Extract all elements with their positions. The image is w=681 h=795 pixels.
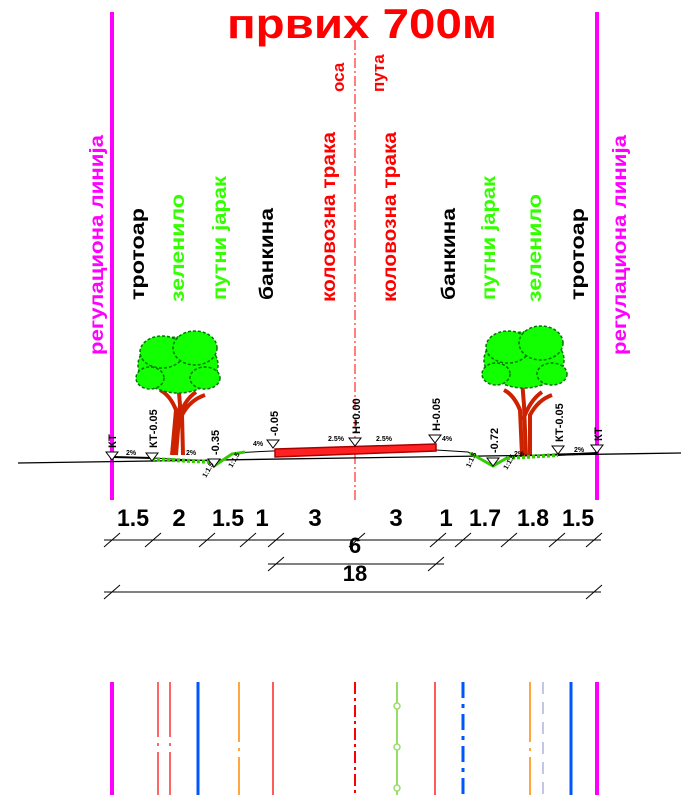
svg-text:КТ-0.05: КТ-0.05 [148,409,160,448]
elevation-marker-7: -0.72 [486,428,501,467]
roadway-width-label: 6 [349,533,361,558]
shoulder-label-right: банкина [439,207,460,300]
dimension-label: 1.5 [562,505,594,532]
dimension-label: 3 [389,505,402,532]
sidewalk-right-surface [557,452,598,456]
dimension-chain-segments [103,532,603,548]
ditch-label-right: путни јарак [479,175,500,300]
svg-text:-0.72: -0.72 [489,428,501,453]
dimension-label: 2 [172,505,185,532]
tree-right [481,325,568,456]
slope-label: 2% [186,450,197,457]
slope-label: 2% [514,451,525,458]
dimension-label: 1 [439,505,452,532]
green-left-surface [151,457,213,464]
roadway-dimension-line [267,556,445,572]
slope-label: 2.5% [328,436,345,443]
slope-label: 4% [442,436,453,443]
sidewalk-label-right: тротоар [568,208,589,300]
slope-label: 4% [253,441,264,448]
elevation-marker-9: КТ [590,427,605,454]
svg-text:КТ: КТ [107,434,119,448]
svg-text:Н-0.05: Н-0.05 [431,398,443,431]
dimension-label: 1.5 [212,505,244,532]
lane-label-left: коловозна трака [319,132,340,302]
svg-text:КТ-0.05: КТ-0.05 [554,403,566,442]
title: првих 700м [227,0,497,47]
lane-label-right: коловозна трака [380,132,401,302]
elevation-marker-8: КТ-0.05 [551,403,566,455]
plan-view-lines [110,682,599,795]
sidewalk-left-surface [111,456,153,459]
slope-label: 2% [574,447,585,454]
total-width-label: 18 [343,561,367,586]
dimension-label: 1 [255,505,268,532]
elevation-marker-1: КТ [105,434,119,461]
slope-label: 2.5% [376,436,393,443]
total-dimension-line [103,584,603,600]
svg-text:КТ: КТ [593,427,605,441]
green-right-surface [506,453,559,460]
dimension-label: 3 [308,505,321,532]
elevation-marker-3: -0.35 [207,430,222,468]
elevation-marker-4: -0.05 [266,411,281,449]
slope-label: 1:1.5 [465,451,478,469]
ditch-label-left: путни јарак [210,175,231,300]
dimension-label: 1.7 [469,505,501,532]
carriageway [274,443,437,458]
axis-label-left: оса [329,62,348,92]
svg-text:-0.35: -0.35 [210,430,222,455]
elevation-marker-2: КТ-0.05 [145,409,160,462]
svg-text:Н+0.00: Н+0.00 [351,398,363,434]
axis-label-right: пута [369,54,388,92]
reg-line-label-right: регулациона линија [610,135,631,355]
svg-text:-0.05: -0.05 [269,411,281,436]
green-label-left: зеленило [168,194,189,302]
dimension-label: 1.8 [517,505,549,532]
slope-label: 1:1.5 [202,462,216,479]
shoulder-label-left: банкина [257,207,278,300]
dimension-label: 1.5 [117,505,149,532]
tree-left [135,330,221,456]
sidewalk-label-left: тротоар [128,208,149,300]
elevation-marker-6: Н-0.05 [428,398,443,444]
green-label-right: зеленило [525,194,546,302]
slope-label: 2% [126,450,137,457]
reg-line-label-left: регулациона линија [87,135,108,355]
elevation-marker-5: Н+0.00 [348,398,363,447]
